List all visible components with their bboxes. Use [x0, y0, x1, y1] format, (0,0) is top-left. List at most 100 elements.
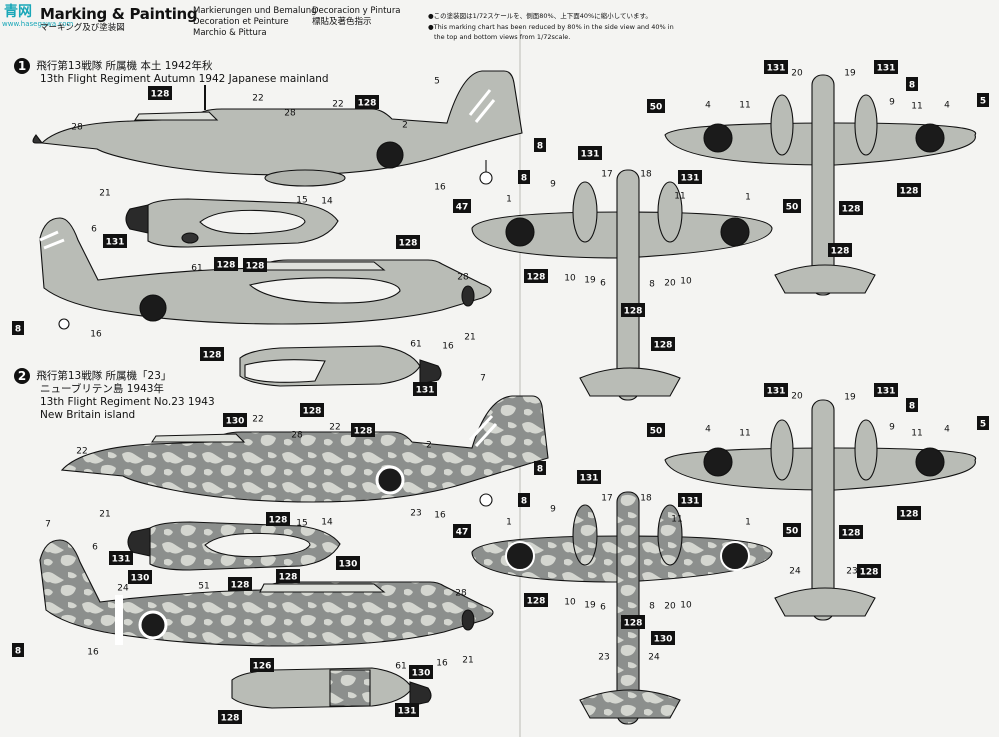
callout-label: 50	[786, 527, 799, 537]
callout-label: 23	[846, 567, 857, 577]
callout-number: 11	[671, 515, 682, 525]
callout-label: 20	[791, 392, 803, 402]
callout-box: 128	[266, 512, 290, 526]
page-title: Marking & Painting	[40, 5, 198, 23]
callout-number: 23	[846, 567, 857, 577]
engine-nacelle-2-top	[239, 345, 442, 387]
callout-number: 18	[640, 170, 652, 180]
callout-number: 28	[284, 109, 296, 119]
callout-label: 130	[226, 417, 245, 427]
callout-label: 6	[92, 543, 98, 553]
callout-label: 19	[584, 276, 596, 286]
callout-label: 51	[198, 582, 209, 592]
callout-label: 8	[909, 402, 915, 412]
callout-box: 5	[977, 416, 989, 430]
callout-box: 50	[647, 99, 665, 113]
callout-number: 21	[462, 656, 473, 666]
callout-label: 8	[521, 174, 527, 184]
callout-number: 2	[402, 121, 408, 131]
callout-label: 14	[321, 518, 333, 528]
callout-number: 16	[442, 342, 454, 352]
callout-box: 130	[336, 556, 360, 570]
callout-number: 16	[434, 511, 446, 521]
callout-number: 9	[550, 505, 556, 515]
callout-number: 22	[329, 423, 340, 433]
callout-label: 131	[681, 174, 700, 184]
callout-number: 21	[99, 510, 110, 520]
callout-number: 20	[791, 392, 803, 402]
section-2-jp-2: ニューブリテン島 1943年	[40, 383, 164, 395]
section-1-en: 13th Flight Regiment Autumn 1942 Japanes…	[40, 73, 329, 85]
title-spanish: Decoracion y Pintura	[312, 6, 401, 16]
callout-number: 22	[76, 447, 87, 457]
callout-label: 28	[71, 123, 83, 133]
callout-label: 128	[221, 714, 240, 724]
callout-number: 6	[600, 603, 606, 613]
callout-label: 1	[745, 193, 751, 203]
callout-number: 28	[71, 123, 83, 133]
callout-label: 8	[537, 142, 543, 152]
callout-number: 20	[664, 279, 676, 289]
callout-label: 8	[649, 280, 655, 290]
callout-label: 9	[550, 180, 556, 190]
callout-number: 9	[889, 98, 895, 108]
callout-number: 10	[564, 274, 576, 284]
callout-label: 22	[252, 415, 263, 425]
callout-number: 11	[911, 429, 922, 439]
callout-label: 128	[269, 516, 288, 526]
callout-label: 8	[521, 497, 527, 507]
callout-box: 8	[518, 493, 530, 507]
callout-label: 20	[791, 69, 803, 79]
callout-box: 131	[874, 60, 898, 74]
callout-box: 50	[783, 523, 801, 537]
callout-label: 10	[564, 274, 576, 284]
callout-number: 2	[426, 441, 432, 451]
callout-number: 15	[296, 519, 307, 529]
callout-label: 6	[600, 279, 606, 289]
plan-view-2-upper	[664, 399, 977, 621]
callout-label: 128	[246, 262, 265, 272]
callout-label: 131	[416, 386, 435, 396]
callout-number: 4	[705, 101, 711, 111]
plan-view-1-lower	[471, 169, 773, 401]
callout-label: 128	[842, 529, 861, 539]
callout-label: 16	[434, 511, 446, 521]
callout-label: 61	[410, 340, 421, 350]
callout-box: 8	[906, 77, 918, 91]
callout-box: 130	[651, 631, 675, 645]
callout-number: 61	[191, 264, 202, 274]
callout-number: 61	[395, 662, 406, 672]
callout-label: 16	[436, 659, 448, 669]
callout-box: 128	[218, 710, 242, 724]
callout-box: 131	[764, 383, 788, 397]
callout-box: 8	[12, 643, 24, 657]
watermark-url: www.hasegawa.com	[2, 20, 74, 28]
callout-label: 1	[506, 195, 512, 205]
callout-box: 128	[300, 403, 324, 417]
callout-label: 128	[231, 581, 250, 591]
callout-label: 19	[844, 69, 856, 79]
plan-view-2-lower	[471, 491, 773, 725]
callout-label: 47	[456, 203, 469, 213]
callout-number: 10	[680, 601, 692, 611]
callout-box: 128	[243, 258, 267, 272]
callout-label: 128	[842, 205, 861, 215]
title-french: Decoration et Peinture	[193, 17, 289, 27]
callout-label: 2	[402, 121, 408, 131]
callout-label: 130	[131, 574, 150, 584]
callout-number: 16	[90, 330, 102, 340]
engine-nacelle-2	[127, 521, 341, 571]
callout-label: 5	[980, 420, 986, 430]
title-chinese: 標貼及著色指示	[312, 17, 372, 27]
callout-label: 130	[654, 635, 673, 645]
callout-number: 23	[598, 653, 609, 663]
callout-label: 28	[457, 273, 469, 283]
callout-label: 6	[91, 225, 97, 235]
callout-number: 7	[45, 520, 51, 530]
callout-label: 28	[291, 431, 303, 441]
callout-number: 21	[99, 189, 110, 199]
callout-label: 21	[462, 656, 473, 666]
callout-label: 128	[358, 99, 377, 109]
callout-box: 50	[783, 199, 801, 213]
callout-label: 22	[76, 447, 87, 457]
